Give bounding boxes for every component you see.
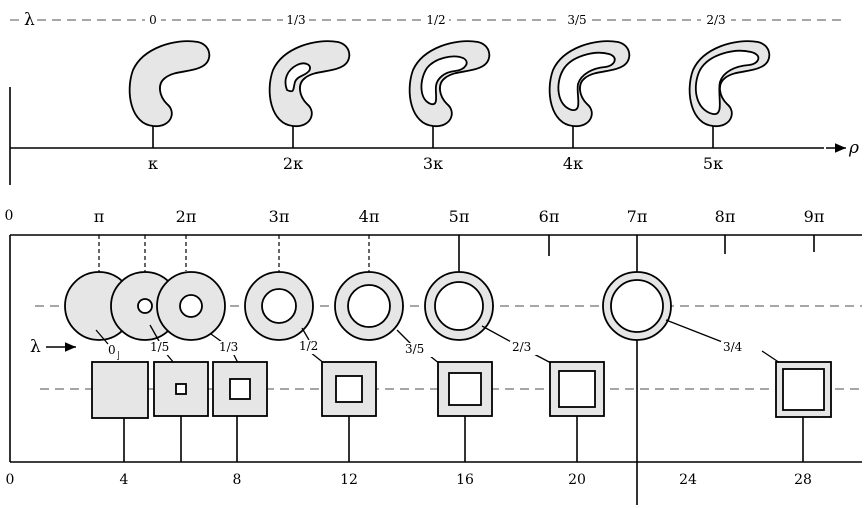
kidney-shape-3 <box>408 40 491 127</box>
top-lambda-value-1: 1/3 <box>286 13 305 27</box>
kidney-hole-3 <box>420 55 468 106</box>
top-tick-label-8pi: 8π <box>715 207 736 226</box>
square-hole-lambda-1-2 <box>335 375 363 403</box>
lambda-label-0: 0 <box>108 343 116 357</box>
rho-label: ρ <box>848 138 859 158</box>
bottom-tick-label-8: 8 <box>233 472 242 488</box>
square-hole-lambda-3-5 <box>448 372 482 406</box>
bottom-panel: 0 π 2π 3π 4π 5π 6π 7π 8π 9π <box>5 207 862 505</box>
square-leader-3-4 <box>761 350 781 364</box>
top-axis-label-1: κ <box>148 154 158 173</box>
lambda-label-1-2: 1/2 <box>299 339 318 353</box>
top-tick-label-2pi: 2π <box>176 207 197 226</box>
top-tick-label-7pi: 7π <box>627 207 648 226</box>
lambda-leader-1-5 <box>149 324 160 342</box>
top-panel: λ 0 1/3 1/2 3/5 2/3 ρ <box>9 10 859 185</box>
kidney-shape-1 <box>128 40 211 127</box>
bottom-tick-label-4: 4 <box>120 472 129 488</box>
top-axis-label-4: 4κ <box>563 154 583 173</box>
bottom-tick-label-20: 20 <box>568 472 586 488</box>
bottom-top-left-label: 0 <box>5 208 14 224</box>
top-tick-label-pi: π <box>94 207 105 226</box>
circle-hole-lambda-1-5 <box>137 298 153 314</box>
top-tick-label-5pi: 5π <box>449 207 470 226</box>
square-hole-lambda-1-3 <box>229 378 251 400</box>
top-lambda-value-0: 0 <box>149 13 157 27</box>
bottom-tick-label-16: 16 <box>456 472 474 488</box>
square-hole-lambda-3-4 <box>782 368 825 411</box>
bottom-tick-label-28: 28 <box>794 472 812 488</box>
kidney-shape-2 <box>268 40 351 127</box>
top-lambda-symbol: λ <box>24 10 35 30</box>
circle-hole-lambda-3-4 <box>610 279 664 333</box>
top-axis-label-5: 5κ <box>703 154 723 173</box>
top-lambda-value-2: 1/2 <box>426 13 445 27</box>
bottom-tick-label-24: 24 <box>679 472 697 488</box>
lambda-leader-2-3 <box>481 325 516 345</box>
lambda-label-1-3: 1/3 <box>219 340 238 354</box>
circle-hole-lambda-3-5 <box>347 284 391 328</box>
lambda-leader-0 <box>95 329 109 345</box>
bottom-tick-label-0: 0 <box>6 472 15 488</box>
kidney-hole-2 <box>284 62 311 93</box>
lambda-label-2-3: 2/3 <box>512 340 531 354</box>
kidney-hole-5 <box>694 49 760 115</box>
bottom-lambda-symbol: λ <box>30 337 41 357</box>
square-hole-lambda-2-3 <box>558 370 596 408</box>
top-axis-label-3: 3κ <box>423 154 443 173</box>
lambda-leader-1-2 <box>301 327 310 341</box>
lambda-leader-3-5 <box>396 329 413 346</box>
top-axis-label-2: 2κ <box>283 154 303 173</box>
lambda-leader-1-3 <box>210 333 223 343</box>
top-lambda-value-3: 3/5 <box>567 13 586 27</box>
top-tick-label-3pi: 3π <box>269 207 290 226</box>
lambda-label-3-4: 3/4 <box>723 340 743 354</box>
square-lambda-0 <box>91 361 149 419</box>
lambda-label-1-5: 1/5 <box>150 340 169 354</box>
circle-hole-lambda-1-3 <box>179 294 203 318</box>
top-tick-label-9pi: 9π <box>804 207 825 226</box>
circle-hole-lambda-2-3 <box>434 281 484 331</box>
kidney-hole-4 <box>557 51 616 111</box>
top-tick-label-6pi: 6π <box>539 207 560 226</box>
top-tick-label-4pi: 4π <box>359 207 380 226</box>
top-lambda-value-4: 2/3 <box>706 13 725 27</box>
square-hole-lambda-1-5 <box>175 383 187 395</box>
lambda-leader-3-4 <box>665 319 731 346</box>
circle-hole-lambda-1-2 <box>261 288 297 324</box>
lambda-label-3-5: 3/5 <box>405 342 424 356</box>
bottom-tick-label-12: 12 <box>340 472 358 488</box>
